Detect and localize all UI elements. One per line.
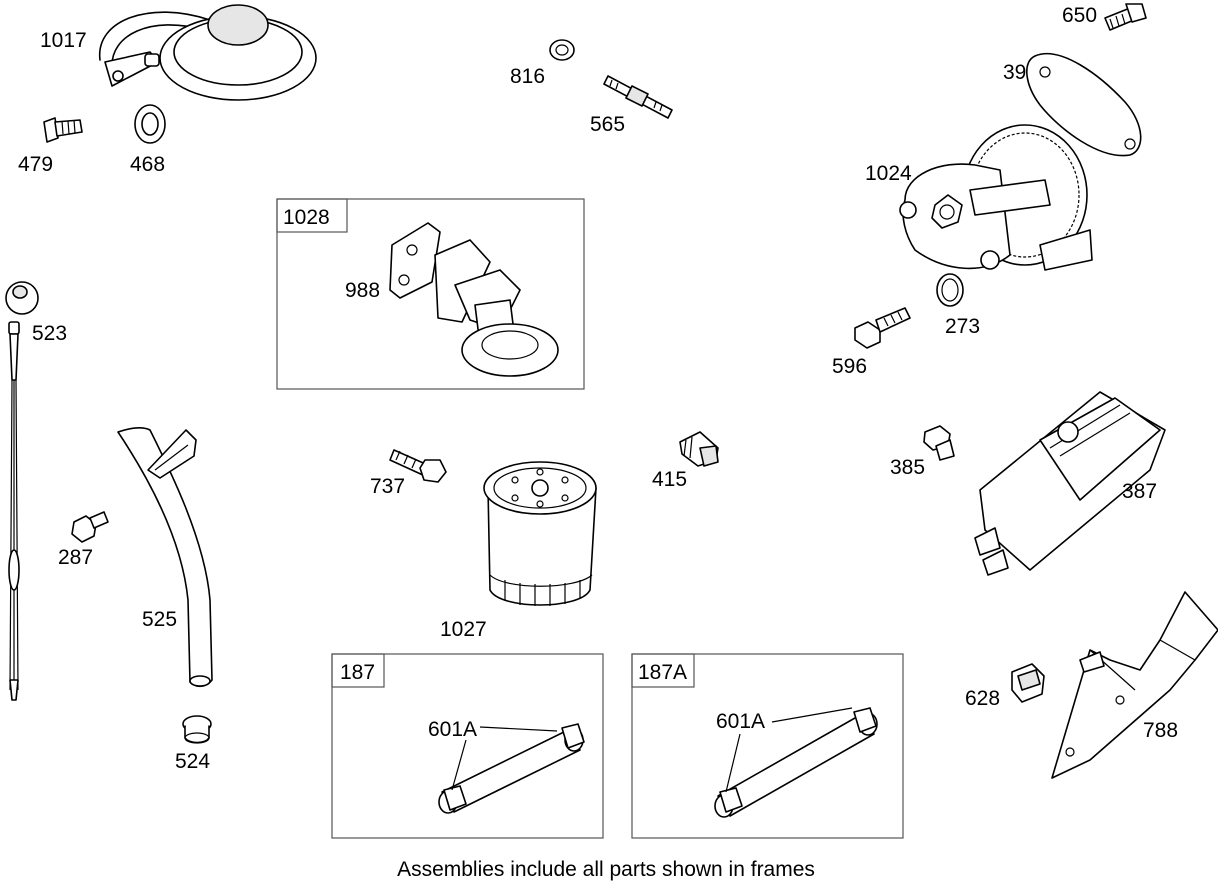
caption: Assemblies include all parts shown in fr… <box>397 858 815 881</box>
label-628: 628 <box>965 687 1000 710</box>
label-479: 479 <box>18 153 53 176</box>
label-650: 650 <box>1062 4 1097 27</box>
part-525-drawing <box>117 427 213 688</box>
part-1017-drawing <box>99 4 317 101</box>
label-1017: 1017 <box>40 29 87 52</box>
label-565: 565 <box>590 113 625 136</box>
part-479-drawing <box>43 117 83 143</box>
part-1024-drawing <box>899 124 1093 271</box>
label-468: 468 <box>130 153 165 176</box>
part-596-drawing <box>854 307 911 349</box>
part-387-drawing <box>974 391 1166 576</box>
part-287-drawing <box>71 511 109 543</box>
part-565-drawing <box>603 75 673 119</box>
label-39: 39 <box>1003 61 1026 84</box>
label-525: 525 <box>142 608 177 631</box>
part-415-drawing <box>679 431 719 467</box>
part-385-drawing <box>923 425 955 461</box>
label-737: 737 <box>370 475 405 498</box>
part-601A-hose-187A <box>714 707 878 818</box>
part-650-drawing <box>1104 3 1147 31</box>
frame-1028 <box>276 198 585 390</box>
label-988: 988 <box>345 279 380 302</box>
part-601A-hose-187 <box>438 723 585 814</box>
label-273: 273 <box>945 315 980 338</box>
part-524-drawing <box>182 715 212 744</box>
label-523: 523 <box>32 322 67 345</box>
label-287: 287 <box>58 546 93 569</box>
label-387: 387 <box>1122 480 1157 503</box>
label-816: 816 <box>510 65 545 88</box>
part-1027-drawing <box>483 461 597 606</box>
label-601A-frame-187A: 601A <box>716 710 765 733</box>
label-788: 788 <box>1143 719 1178 742</box>
frame-label-187A: 187A <box>638 661 687 684</box>
frame-187A <box>631 653 904 839</box>
label-601A-frame-187: 601A <box>428 718 477 741</box>
part-273-drawing <box>936 273 964 307</box>
frame-label-187: 187 <box>340 661 375 684</box>
part-737-drawing <box>389 449 447 483</box>
part-628-drawing <box>1011 663 1045 703</box>
label-385: 385 <box>890 456 925 479</box>
label-1027: 1027 <box>440 618 487 641</box>
label-524: 524 <box>175 750 210 773</box>
part-816-drawing <box>549 39 575 61</box>
frame-label-1028: 1028 <box>283 206 330 229</box>
part-468-drawing <box>134 104 166 144</box>
part-788-drawing <box>1051 591 1218 779</box>
label-596: 596 <box>832 355 867 378</box>
label-415: 415 <box>652 468 687 491</box>
part-523-drawing <box>5 281 39 701</box>
part-988-drawing <box>389 222 559 377</box>
frame-187 <box>331 653 604 839</box>
part-39-drawing <box>1026 53 1142 157</box>
label-1024: 1024 <box>865 162 912 185</box>
